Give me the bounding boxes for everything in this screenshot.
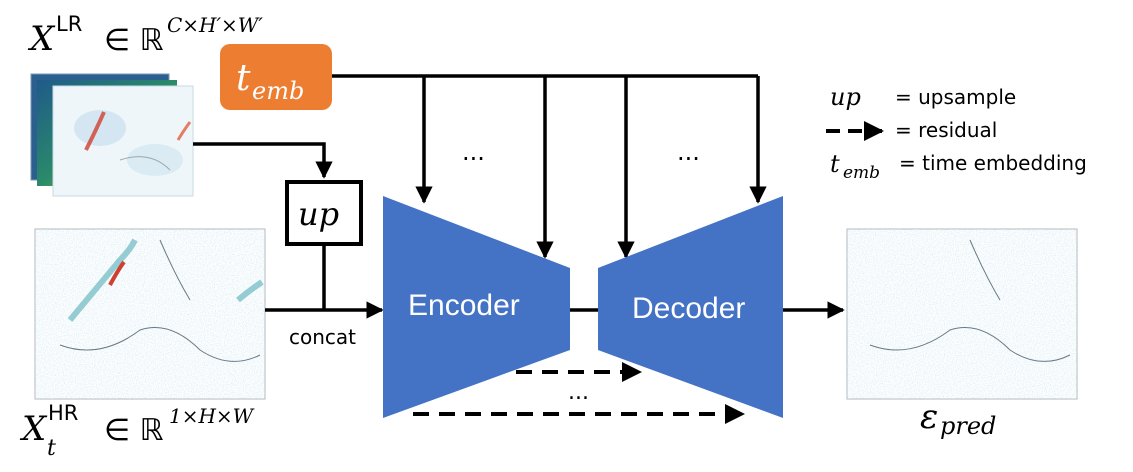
concat-label: concat: [289, 325, 356, 349]
decoder-inputs-ellipsis: ...: [677, 138, 700, 166]
svg-text:emb: emb: [843, 163, 880, 183]
svg-text:1×H×W: 1×H×W: [169, 404, 255, 428]
time-embedding-connectors: [332, 74, 767, 259]
svg-text:Decoder: Decoder: [632, 292, 745, 325]
svg-text:pred: pred: [940, 412, 996, 440]
output-label: ε pred: [920, 397, 996, 440]
lr-input-stack: [30, 73, 194, 197]
svg-text:LR: LR: [56, 12, 82, 36]
svg-text:up: up: [830, 83, 861, 111]
upsample-block: up: [285, 180, 363, 246]
svg-text:t: t: [47, 436, 56, 461]
legend-item-upsample: up = upsample: [830, 83, 1016, 111]
svg-text:t: t: [236, 58, 251, 99]
svg-text:up: up: [298, 195, 339, 233]
legend-item-residual: = residual: [826, 118, 997, 142]
lr-input-label: X LR ∈ ℝ C×H′×W′: [27, 12, 263, 59]
svg-text:t: t: [830, 150, 840, 178]
svg-text:= upsample: = upsample: [895, 85, 1016, 109]
decoder-block: Decoder: [598, 196, 783, 418]
svg-text:∈ ℝ: ∈ ℝ: [104, 23, 164, 58]
skip-ellipsis: ...: [568, 380, 589, 405]
svg-text:emb: emb: [252, 77, 304, 105]
svg-text:ε: ε: [920, 397, 938, 437]
legend-item-time-embedding: t emb = time embedding: [830, 150, 1087, 183]
svg-text:= residual: = residual: [895, 118, 997, 142]
svg-text:Encoder: Encoder: [408, 289, 520, 322]
encoder-block: Encoder: [383, 196, 570, 418]
svg-text:X: X: [27, 19, 56, 59]
lr-channel-front: [52, 85, 194, 197]
svg-text:= time embedding: = time embedding: [899, 151, 1087, 175]
svg-text:X: X: [19, 409, 48, 449]
encoder-inputs-ellipsis: ...: [462, 138, 485, 166]
time-embedding-block: t emb: [220, 44, 332, 110]
svg-text:HR: HR: [48, 401, 78, 425]
hr-noisy-input-image: [34, 228, 266, 400]
lr-to-upsample-arrow: [193, 142, 333, 179]
predicted-noise-image: [846, 228, 1078, 400]
svg-text:C×H′×W′: C×H′×W′: [167, 13, 263, 37]
svg-text:∈ ℝ: ∈ ℝ: [104, 413, 164, 448]
hr-input-label: X HR t ∈ ℝ 1×H×W: [19, 401, 255, 461]
legend: up = upsample = residual t emb = time em…: [826, 83, 1087, 183]
